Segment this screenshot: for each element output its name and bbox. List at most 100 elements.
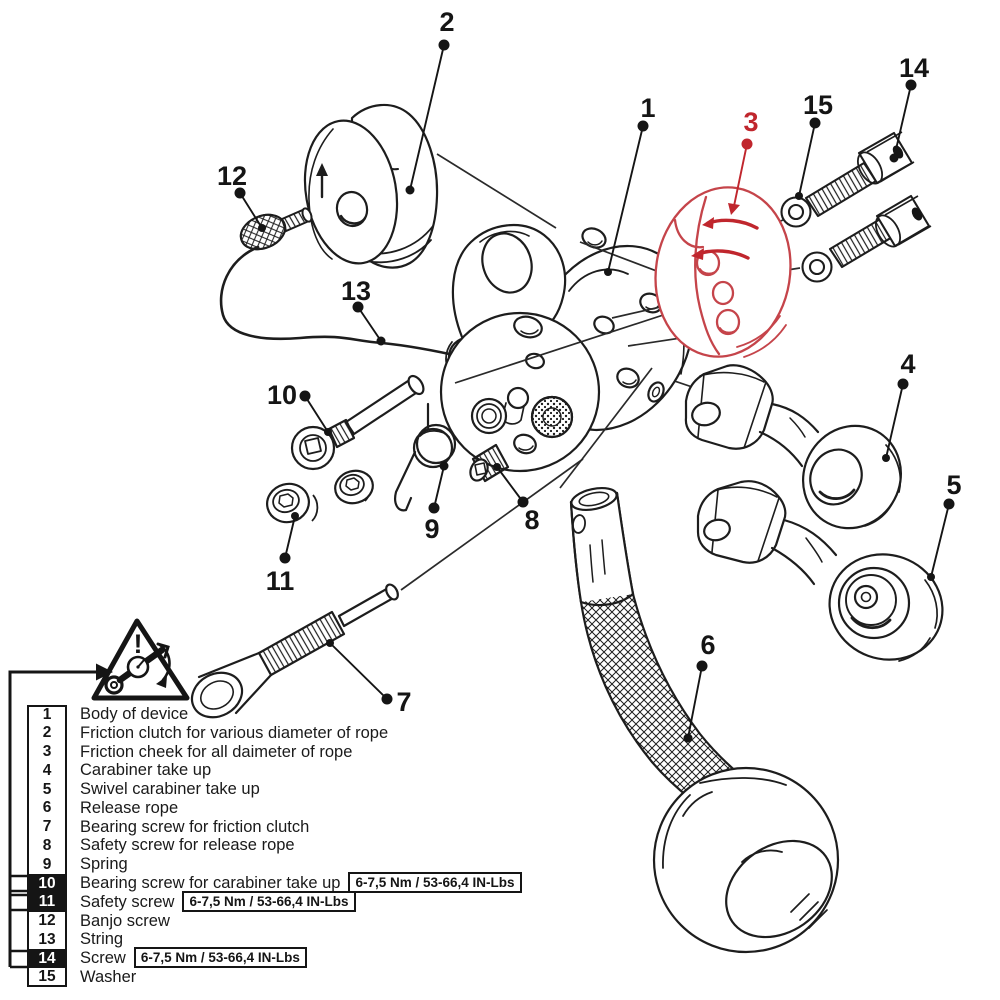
callout-8: 8: [493, 463, 540, 535]
callout-14: 14: [889, 53, 929, 163]
parts-table: 1 Body of device 2 Friction clutch for v…: [27, 705, 522, 987]
part-screws: [804, 131, 932, 269]
svg-text:10: 10: [267, 380, 297, 410]
table-row: 7 Bearing screw for friction clutch: [27, 818, 522, 837]
row-label: Release rope: [80, 798, 179, 817]
callout-11: 11: [266, 512, 299, 596]
rotation-arrows-icon: [691, 217, 759, 260]
row-number: 10: [27, 874, 67, 893]
row-label: Washer: [80, 968, 137, 987]
rotation-arrow-icon: [156, 643, 171, 688]
svg-text:12: 12: [217, 161, 247, 191]
callout-number: 1: [640, 93, 655, 123]
row-number: 13: [27, 930, 67, 950]
table-row: 15 Washer: [27, 968, 522, 987]
torque-spec: 6-7,5 Nm / 53-66,4 IN-Lbs: [133, 947, 307, 969]
callout-6: 6: [683, 630, 716, 743]
row-number: 1: [27, 705, 67, 724]
callouts: 1 2 3 4 5 6: [217, 7, 962, 743]
svg-text:4: 4: [900, 349, 915, 379]
row-label: Friction cheek for all daimeter of rope: [80, 742, 353, 761]
arrow-right-icon: [96, 663, 113, 681]
table-row-highlighted: 14 Screw 6-7,5 Nm / 53-66,4 IN-Lbs: [27, 947, 522, 969]
svg-text:14: 14: [899, 53, 929, 83]
row-label: Friction clutch for various diameter of …: [80, 723, 389, 742]
callout-2: 2: [405, 7, 455, 195]
row-number: 9: [27, 855, 67, 875]
rope-ball-handle: [652, 766, 840, 954]
part-spring: [394, 402, 457, 512]
warning-triangle: !: [91, 618, 190, 701]
row-number: 3: [27, 742, 67, 762]
callout-10: 10: [267, 380, 332, 436]
svg-text:5: 5: [946, 470, 961, 500]
part-banjo-screw: [239, 207, 313, 251]
row-label: Swivel carabiner take up: [80, 780, 260, 799]
row-label: Safety screw for release rope: [80, 836, 295, 855]
callout-5: 5: [927, 470, 962, 581]
row-label: Safety screw: [80, 892, 175, 911]
table-row: 9 Spring: [27, 855, 522, 875]
exclamation-mark: !: [134, 629, 143, 659]
torque-wrench-icon: [104, 642, 170, 695]
row-number: 15: [27, 968, 67, 987]
svg-text:15: 15: [803, 90, 833, 120]
table-row: 1 Body of device: [27, 705, 522, 724]
row-number: 5: [27, 780, 67, 799]
callout-9: 9: [424, 461, 449, 544]
table-row: 8 Safety screw for release rope: [27, 836, 522, 856]
rotation-direction-arrow-icon: [316, 163, 328, 199]
row-number: 11: [27, 892, 67, 912]
callout-1: 1: [604, 93, 656, 276]
svg-text:11: 11: [266, 566, 295, 596]
callout-13: 13: [341, 276, 386, 346]
warning-triangle-icon: [91, 618, 190, 701]
table-row-highlighted: 10 Bearing screw for carabiner take up 6-…: [27, 872, 522, 894]
svg-text:13: 13: [341, 276, 371, 306]
body-logo-patch: [530, 395, 574, 439]
row-label: Banjo screw: [80, 911, 170, 930]
row-number: 4: [27, 761, 67, 781]
row-number: 8: [27, 836, 67, 856]
row-label: Bearing screw for friction clutch: [80, 817, 310, 836]
part-string: [219, 245, 465, 359]
part-carabiner-take-up: [684, 364, 903, 530]
torque-spec: 6-7,5 Nm / 53-66,4 IN-Lbs: [348, 872, 522, 894]
part-release-rope: [569, 487, 840, 954]
table-row: 12 Banjo screw: [27, 912, 522, 931]
svg-text:7: 7: [396, 687, 411, 717]
row-number: 7: [27, 817, 67, 837]
row-label: Bearing screw for carabiner take up: [80, 874, 341, 893]
part-friction-cheek: [654, 186, 792, 358]
row-label: Screw: [80, 949, 126, 968]
row-number: 6: [27, 798, 67, 818]
part-bearing-screw-carabiner: [290, 374, 425, 471]
table-row: 6 Release rope: [27, 799, 522, 818]
part-swivel-carabiner-take-up: [696, 480, 944, 662]
part-friction-clutch: [303, 103, 439, 269]
callout-15: 15: [795, 90, 833, 200]
row-label: Carabiner take up: [80, 761, 212, 780]
table-row: 2 Friction clutch for various diameter o…: [27, 724, 522, 743]
table-row-highlighted: 11 Safety screw 6-7,5 Nm / 53-66,4 IN-Lbs: [27, 890, 522, 912]
torque-spec: 6-7,5 Nm / 53-66,4 IN-Lbs: [182, 890, 356, 912]
svg-text:9: 9: [424, 514, 439, 544]
callout-7: 7: [326, 639, 412, 717]
table-row: 5 Swivel carabiner take up: [27, 780, 522, 799]
row-label: Spring: [80, 855, 128, 874]
part-body: [439, 223, 694, 483]
row-label: Body of device: [80, 704, 189, 723]
svg-text:6: 6: [700, 630, 715, 660]
row-number: 14: [27, 949, 67, 969]
body-front-plate: [439, 311, 601, 473]
table-row: 4 Carabiner take up: [27, 761, 522, 781]
table-connector: [8, 663, 113, 969]
row-label: String: [80, 930, 124, 949]
part-safety-screws: [266, 469, 374, 524]
svg-text:3: 3: [743, 107, 758, 137]
row-number: 2: [27, 723, 67, 743]
part-bearing-screw-friction-clutch: [190, 583, 399, 719]
callout-12: 12: [217, 161, 266, 232]
